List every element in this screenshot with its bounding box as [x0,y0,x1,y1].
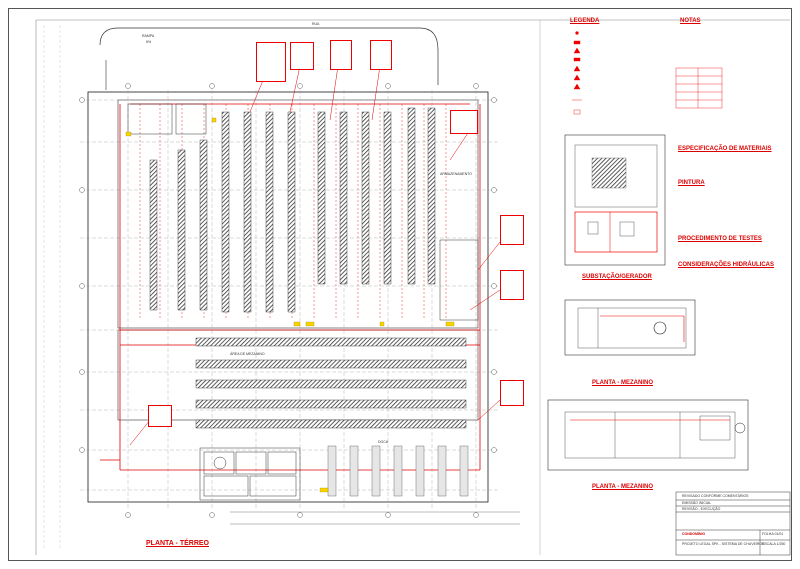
service-rooms [199,447,301,501]
callout-label [256,42,286,82]
callout-label [450,110,478,134]
building-outline [87,91,489,503]
docking-area-label: DOCA [378,440,389,444]
sheet-number: FOLHA 01/01 [762,532,784,536]
site-boundary [99,27,439,85]
ramp-percent: 5% [146,40,152,44]
grid-bubbles [79,83,497,518]
notes-title: NOTAS [680,18,701,24]
mezzanine-detail-1 [564,299,696,356]
legend-symbols [572,31,582,115]
storage-area-label: ARMAZENAMENTO [440,172,473,176]
revision-3: REVISÃO - EXECUÇÃO [682,507,721,511]
callout-label [500,270,524,300]
notes-table [675,67,723,109]
hydraulic-title: CONSIDERAÇÕES HIDRÁULICAS [678,262,775,268]
revision-1: REVISADO CONFORME COMENTÁRIOS [682,494,749,498]
view-title-substation: SUBSTAÇÃO/GERADOR [582,274,652,280]
callout-label [500,380,524,406]
company-name: CONDOMÍNIO [682,532,706,536]
view-title-ground-floor: PLANTA - TÉRREO [146,540,209,547]
vertical-racks [149,107,436,313]
horizontal-racks [195,337,467,429]
materials-title: ESPECIFICAÇÃO DE MATERIAIS [678,146,772,152]
ramp-label: RAMPA [142,34,155,38]
mezzanine-detail-2 [547,399,749,471]
street-label: RUA [312,22,320,26]
drawing-scale: ESCALA 1/250 [762,542,786,546]
mezzanine-area-label: ÁREA DE MEZANINO [230,352,265,356]
callout-label [370,40,392,70]
paint-title: PINTURA [678,180,705,186]
valve-markers [125,117,455,493]
view-title-mezzanine-2: PLANTA - MEZANINO [592,484,653,490]
callout-label [500,215,524,245]
callout-label [330,40,352,70]
dock-bays [327,445,469,497]
project-line: PROJETO LEGAL SPK - SISTEMA DE CHUVEIROS [682,542,765,546]
legend-title: LEGENDA [570,18,600,24]
title-block [675,491,791,556]
callout-label [148,405,172,427]
view-title-mezzanine-1: PLANTA - MEZANINO [592,380,653,386]
revision-2: EMISSÃO INICIAL [682,501,712,505]
callout-label [290,42,314,70]
drawing-sheet-border [8,8,792,561]
substation-detail [564,134,666,266]
tests-title: PROCEDIMENTO DE TESTES [678,236,762,242]
